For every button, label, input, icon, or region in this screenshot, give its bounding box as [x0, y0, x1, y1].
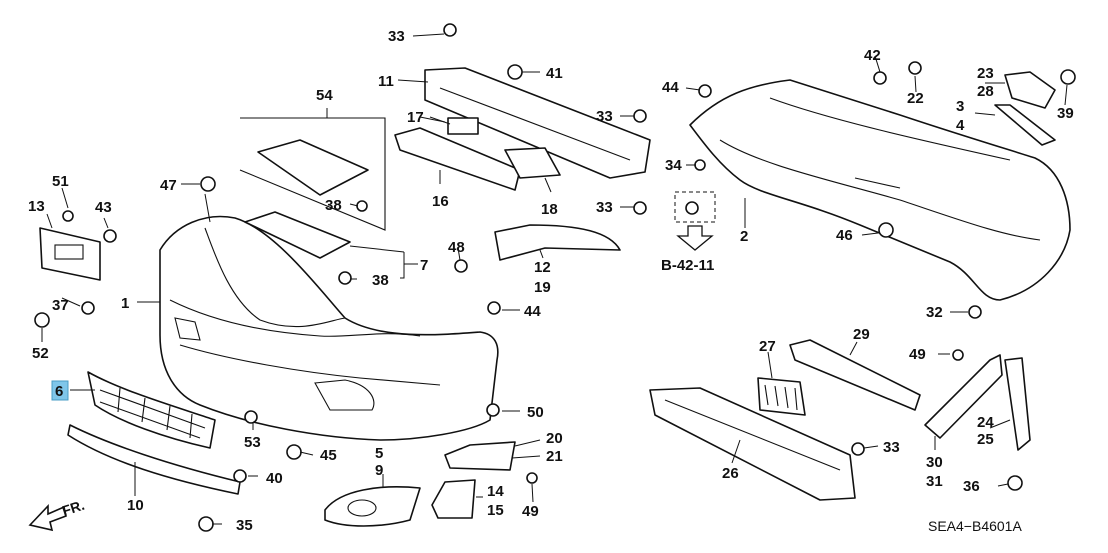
callout-32: 32 [926, 304, 943, 321]
callout-43: 43 [95, 199, 112, 216]
front-grille [87, 371, 216, 449]
callout-30: 30 [926, 454, 943, 471]
callout-36: 36 [963, 478, 980, 495]
front-absorber [394, 127, 521, 191]
callout-13: 13 [28, 198, 45, 215]
callout-27: 27 [759, 338, 776, 355]
callout-35: 35 [236, 517, 253, 534]
callout-6: 6 [55, 383, 63, 400]
callout-38: 38 [325, 197, 342, 214]
callout-26: 26 [722, 465, 739, 482]
callout-33: 33 [883, 439, 900, 456]
leader-lines [41, 33, 1068, 525]
callout-16: 16 [432, 193, 449, 210]
front-bumper-face [159, 215, 499, 441]
callout-12: 12 [534, 259, 551, 276]
callout-53: 53 [244, 434, 261, 451]
callout-20: 20 [546, 430, 563, 447]
callout-47: 47 [160, 177, 177, 194]
absorber-frame-54 [239, 117, 386, 231]
callout-18: 18 [541, 201, 558, 218]
rear-absorber [757, 377, 806, 416]
callout-39: 39 [1057, 105, 1074, 122]
callout-highlight [51, 380, 69, 401]
callout-48: 48 [448, 239, 465, 256]
callout-37: 37 [52, 297, 69, 314]
callout-25: 25 [977, 431, 994, 448]
reference-section: B-42-11 [661, 191, 716, 274]
under-cover-upper [257, 139, 369, 196]
callout-34: 34 [665, 157, 682, 174]
callout-38: 38 [372, 272, 389, 289]
rear-reinforcement [649, 387, 856, 501]
callout-52: 52 [32, 345, 49, 362]
front-spoiler [67, 424, 241, 495]
callout-19: 19 [534, 279, 551, 296]
diagram-code: SEA4−B4601A [928, 518, 1022, 534]
callout-44: 44 [524, 303, 541, 320]
callout-46: 46 [836, 227, 853, 244]
callout-17: 17 [407, 109, 424, 126]
fog-light-cover [324, 486, 421, 527]
callout-5: 5 [375, 445, 383, 462]
fog-bracket-20 [444, 441, 516, 471]
side-spacer-30 [924, 354, 1003, 439]
callout-41: 41 [546, 65, 563, 82]
callout-11: 11 [378, 73, 394, 90]
callout-22: 22 [907, 90, 924, 107]
callout-29: 29 [853, 326, 870, 343]
callout-33: 33 [596, 108, 613, 125]
callout-24: 24 [977, 414, 994, 431]
callout-1: 1 [121, 295, 129, 312]
callout-42: 42 [864, 47, 881, 64]
callout-4: 4 [956, 117, 965, 134]
callout-7: 7 [420, 257, 428, 274]
callout-3: 3 [956, 98, 964, 115]
callout-45: 45 [320, 447, 337, 464]
callout-21: 21 [546, 448, 563, 465]
callout-51: 51 [52, 173, 69, 190]
side-bracket-12 [494, 224, 621, 261]
callout-2: 2 [740, 228, 748, 245]
callout-14: 14 [487, 483, 504, 500]
bracket-18 [504, 147, 561, 179]
callout-10: 10 [127, 497, 144, 514]
callout-15: 15 [487, 502, 504, 519]
callout-40: 40 [266, 470, 283, 487]
bracket-3 [994, 104, 1056, 146]
front-direction-arrow: FR. [28, 497, 86, 532]
direction-label: FR. [60, 497, 86, 519]
front-reinforcement [424, 67, 651, 179]
rear-bumper-face [689, 79, 1071, 301]
license-plate-bracket [39, 227, 101, 281]
callout-31: 31 [926, 473, 943, 490]
rear-absorber-upper [789, 339, 921, 411]
fog-light-14 [431, 479, 476, 519]
callout-44: 44 [662, 79, 679, 96]
callout-33: 33 [388, 28, 405, 45]
bracket-23 [1004, 71, 1056, 109]
under-cover-lower [244, 211, 351, 259]
callout-49: 49 [522, 503, 539, 520]
reference-label: B-42-11 [661, 257, 714, 274]
callout-labels: 1234567910111213141516171819202122232425… [28, 28, 1074, 534]
callout-49: 49 [909, 346, 926, 363]
callout-33: 33 [596, 199, 613, 216]
callout-9: 9 [375, 462, 383, 479]
callout-28: 28 [977, 83, 994, 100]
side-spacer-24 [1004, 357, 1031, 451]
fasteners [34, 23, 1076, 532]
callout-23: 23 [977, 65, 994, 82]
callout-54: 54 [316, 87, 333, 104]
callout-50: 50 [527, 404, 544, 421]
